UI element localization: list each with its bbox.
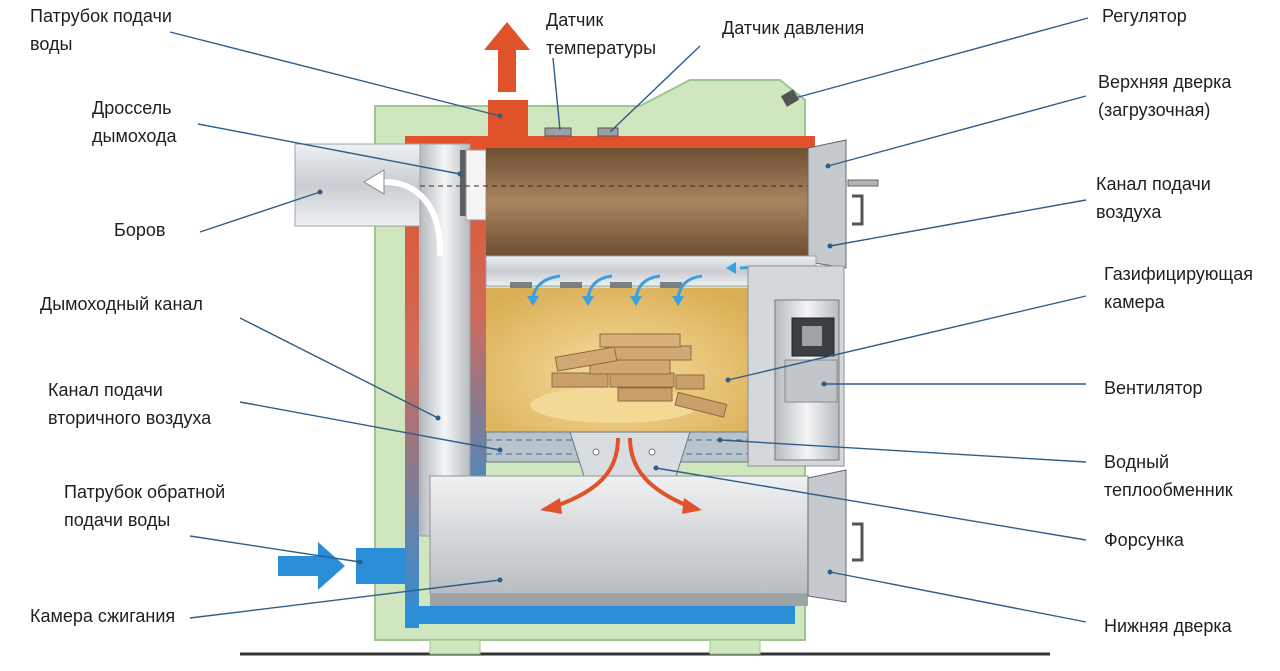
- nozzle-hole-1: [592, 448, 600, 456]
- water-jacket-bottom: [405, 606, 795, 624]
- lower-door-latch: [852, 522, 864, 562]
- combustion-chamber-floor: [430, 594, 808, 606]
- label-air-channel: Канал подачи воздуха: [1096, 174, 1211, 222]
- label-nozzle: Форсунка: [1104, 530, 1184, 550]
- upper-door-handle: [847, 179, 879, 187]
- water-jacket-left: [405, 136, 419, 628]
- leader-lines: [169, 17, 1089, 623]
- primary-air-arrow-heads: [527, 262, 736, 306]
- upper-door: [807, 139, 847, 269]
- air-nozzle-2: [560, 282, 582, 288]
- pressure-sensor: [597, 127, 619, 137]
- label-flue-channel: Дымоходный канал: [40, 294, 203, 314]
- label-water-outlet: Патрубок подачи воды: [30, 6, 172, 54]
- upper-door-latch: [852, 194, 864, 226]
- label-lower-door: Нижняя дверка: [1104, 616, 1232, 636]
- label-flue-throttle: Дроссель дымохода: [92, 98, 177, 146]
- throttle-frame: [465, 149, 487, 221]
- water-jacket-inner: [470, 136, 486, 536]
- leader-dots: [317, 113, 833, 583]
- label-upper-door: Верхняя дверка (загрузочная): [1098, 72, 1232, 120]
- flame-arrow-heads: [540, 498, 702, 514]
- temp-sensor: [544, 127, 572, 137]
- label-gasification-chamber: Газифицирующая камера: [1104, 264, 1253, 312]
- label-temp-sensor: Датчик температуры: [546, 10, 657, 58]
- air-nozzle-1: [510, 282, 532, 288]
- fan-vent: [802, 326, 822, 346]
- return-water-arrow: [278, 542, 345, 590]
- flue-throttle: [460, 150, 470, 216]
- combustion-chamber: [429, 475, 809, 595]
- water-outlet-pipe: [488, 100, 528, 140]
- hot-water-up-arrow: [484, 22, 530, 92]
- boiler-leg-left: [429, 639, 481, 655]
- label-water-heat-exchanger: Водный теплообменник: [1104, 452, 1233, 500]
- label-return-water-inlet: Патрубок обратной подачи воды: [64, 482, 226, 530]
- label-secondary-air-channel: Канал подачи вторичного воздуха: [48, 380, 212, 428]
- air-nozzle-3: [610, 282, 632, 288]
- label-borov: Боров: [114, 220, 166, 240]
- fan-body: [784, 359, 838, 403]
- label-combustion-chamber: Камера сжигания: [30, 606, 176, 626]
- label-regulator: Регулятор: [1102, 6, 1187, 26]
- lower-door: [807, 469, 847, 603]
- loading-chamber: [486, 148, 808, 256]
- air-nozzle-4: [660, 282, 682, 288]
- label-fan: Вентилятор: [1104, 378, 1203, 398]
- regulator-knob: [780, 89, 800, 107]
- boiler-leg-right: [709, 639, 761, 655]
- nozzle-hole-2: [648, 448, 656, 456]
- flue-gas-arrow-head: [363, 169, 385, 195]
- flue-gas-arrow: [379, 178, 444, 257]
- label-pressure-sensor: Датчик давления: [722, 18, 865, 38]
- return-water-pipe: [356, 548, 406, 584]
- flame-arrows: [555, 437, 689, 508]
- fuel-wood-stack: [530, 333, 728, 423]
